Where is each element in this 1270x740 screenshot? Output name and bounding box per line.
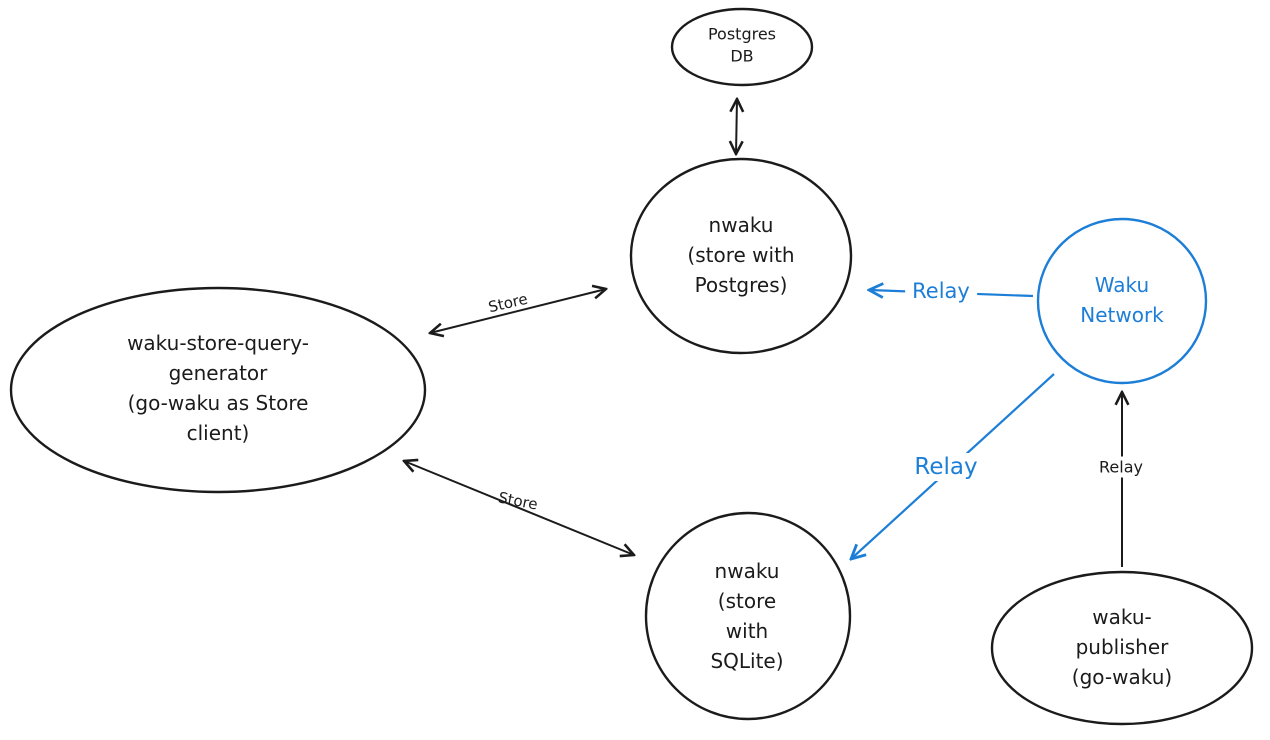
store-sqlite-arrow bbox=[404, 461, 634, 555]
db-link-arrow bbox=[736, 99, 737, 154]
nwaku-postgres-ellipse bbox=[629, 157, 853, 355]
store-query-generator-ellipse bbox=[9, 286, 427, 494]
nwaku-sqlite-ellipse bbox=[644, 511, 852, 721]
waku-publisher-ellipse bbox=[990, 570, 1254, 726]
relay-postgres-arrow bbox=[869, 290, 1034, 296]
postgres-db-ellipse bbox=[670, 7, 814, 87]
waku-network-ellipse bbox=[1036, 217, 1208, 385]
relay-sqlite-arrow bbox=[851, 373, 1055, 559]
store-postgres-arrow bbox=[430, 289, 606, 333]
